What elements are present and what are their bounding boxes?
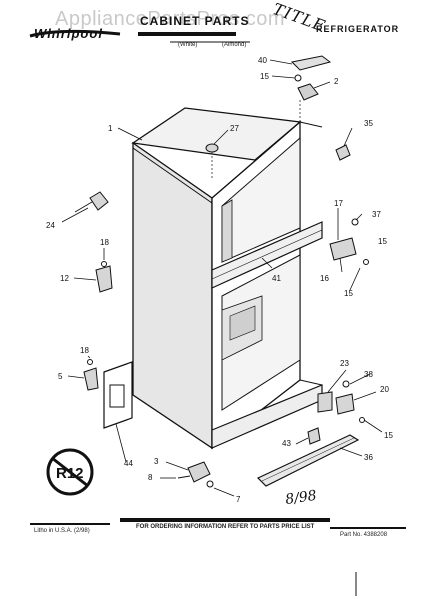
center-hinge-part [329, 237, 357, 261]
callout-2: 2 [334, 77, 339, 86]
watermark-text: AppliancePartsPros.com [55, 8, 285, 30]
header-right-text: REFRIGERATOR [316, 24, 400, 34]
callout-44: 44 [124, 459, 133, 468]
cabinet-left-side [132, 141, 213, 450]
callout-8: 8 [148, 473, 153, 482]
callout-15: 15 [384, 431, 393, 440]
callout-36: 36 [364, 453, 373, 462]
header-sub-left: (White) [178, 42, 198, 48]
roller-bracket-part [187, 461, 211, 483]
brand-logo: Whirlpool [34, 26, 103, 41]
hinge-cover-part [290, 55, 332, 71]
footer-right: Part No. 4388208 [340, 532, 388, 538]
clip-part [89, 191, 109, 211]
bottom-hinge-part [335, 393, 355, 415]
plug-part [205, 143, 219, 153]
callout-12: 12 [60, 274, 69, 283]
callout-7: 7 [236, 495, 241, 504]
callout-24: 24 [46, 221, 55, 230]
callout-20: 20 [380, 385, 389, 394]
bracket-part-5 [83, 367, 99, 391]
callout-38: 38 [364, 370, 373, 379]
callout-15: 15 [378, 237, 387, 246]
callout-16: 16 [320, 274, 329, 283]
callout-labels: 40 15 2 1 27 35 24 17 37 18 15 12 41 16 … [46, 56, 393, 504]
callout-17: 17 [334, 199, 343, 208]
r12-stamp-text: R12 [56, 465, 84, 482]
callout-37: 37 [372, 210, 381, 219]
handwritten-date: 8/98 [284, 488, 317, 508]
footer-left: Litho in U.S.A. (2/98) [34, 528, 90, 534]
callout-18: 18 [100, 238, 109, 247]
divider-mullion [211, 221, 323, 289]
footer-center: FOR ORDERING INFORMATION REFER TO PARTS … [136, 524, 315, 530]
callout-15: 15 [260, 72, 269, 81]
callout-41: 41 [272, 274, 281, 283]
callout-40: 40 [258, 56, 267, 65]
bracket-part-12 [95, 265, 113, 293]
door-stop-part [335, 144, 351, 161]
back-panel-part [103, 361, 133, 429]
callout-3: 3 [154, 457, 159, 466]
page-title: CABINET PARTS [140, 14, 250, 28]
callout-1: 1 [108, 124, 113, 133]
callout-15: 15 [344, 289, 353, 298]
callout-23: 23 [340, 359, 349, 368]
toe-grille-part [256, 434, 360, 487]
callout-5: 5 [58, 372, 63, 381]
header-sub-right: (Almond) [222, 42, 247, 48]
callout-18: 18 [80, 346, 89, 355]
callout-35: 35 [364, 119, 373, 128]
clip-part-43 [307, 427, 321, 445]
hinge-part-23 [317, 391, 333, 413]
top-hinge-part [297, 83, 319, 101]
callout-27: 27 [230, 124, 239, 133]
callout-43: 43 [282, 439, 291, 448]
